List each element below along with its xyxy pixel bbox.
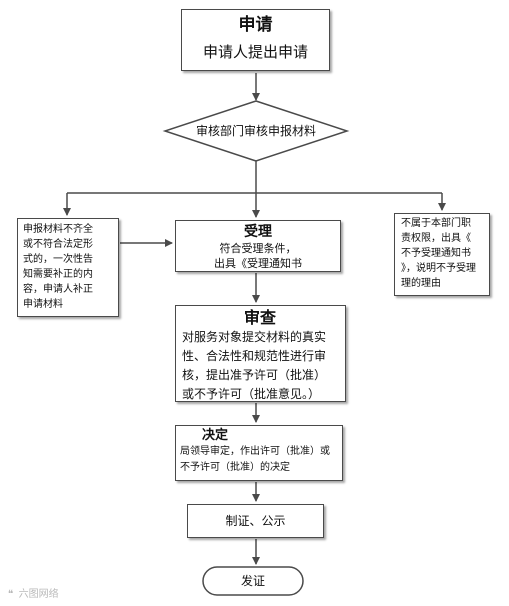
review-line: 对服务对象提交材料的真实 [182,330,327,344]
accept-line: 符合受理条件， [219,242,297,255]
decide-line: 不予许可（批准）的决定 [180,462,290,473]
decide-box: 决定 局领导审定，作出许可（批准）或 不予许可（批准）的决定 [175,425,343,481]
certify-box: 制证、公示 [187,504,324,538]
incomplete-materials-box: 申报材料不齐全 或不符合法定形 式的，一次性告 知需要补正的内 容，申请人补正 … [17,218,119,317]
apply-title: 申请 [238,15,273,35]
apply-box: 申请 申请人提出申请 [181,9,330,71]
watermark: ❝ 六图网络 [8,585,59,600]
verify-label: 审核部门审核申报材料 [195,124,316,138]
accept-box: 受理 符合受理条件， 出具《受理通知书 [175,220,341,272]
incomplete-line: 容，申请人补正 [23,284,93,295]
decide-line: 局领导审定，作出许可（批准）或 [180,446,330,457]
incomplete-line: 式的，一次性告 [23,254,93,265]
issue-terminal [202,566,304,596]
incomplete-line: 或不符合法定形 [23,239,93,250]
certify-label: 制证、公示 [225,514,286,528]
accept-line: 出具《受理通知书 [214,257,302,270]
out-of-scope-line: 责权限，出具《 [401,233,471,244]
quote-logo-icon: ❝ [8,589,14,600]
out-of-scope-line: 不属于本部门职 [401,218,471,229]
accept-title: 受理 [244,224,272,240]
issue-label: 发证 [240,574,265,588]
out-of-scope-box: 不属于本部门职 责权限，出具《 不予受理通知书 》，说明不予受理 理的理由 [394,213,490,296]
incomplete-line: 申请材料 [23,299,63,310]
watermark-text: 六图网络 [18,589,59,600]
incomplete-line: 知需要补正的内 [23,269,93,280]
apply-subtitle: 申请人提出申请 [202,43,308,61]
review-line: 或不予许可（批准意见。） [182,387,321,401]
review-line: 性、合法性和规范性进行审 [182,349,327,363]
review-line: 核，提出准予许可（批准） [182,368,327,382]
out-of-scope-line: 理的理由 [401,278,441,289]
out-of-scope-line: 》，说明不予受理 [401,263,476,274]
out-of-scope-line: 不予受理通知书 [401,248,471,259]
review-title: 审查 [244,308,277,327]
decide-title: 决定 [202,428,229,443]
review-box: 审查 对服务对象提交材料的真实 性、合法性和规范性进行审 核，提出准予许可（批准… [175,305,346,402]
incomplete-line: 申报材料不齐全 [23,224,93,235]
